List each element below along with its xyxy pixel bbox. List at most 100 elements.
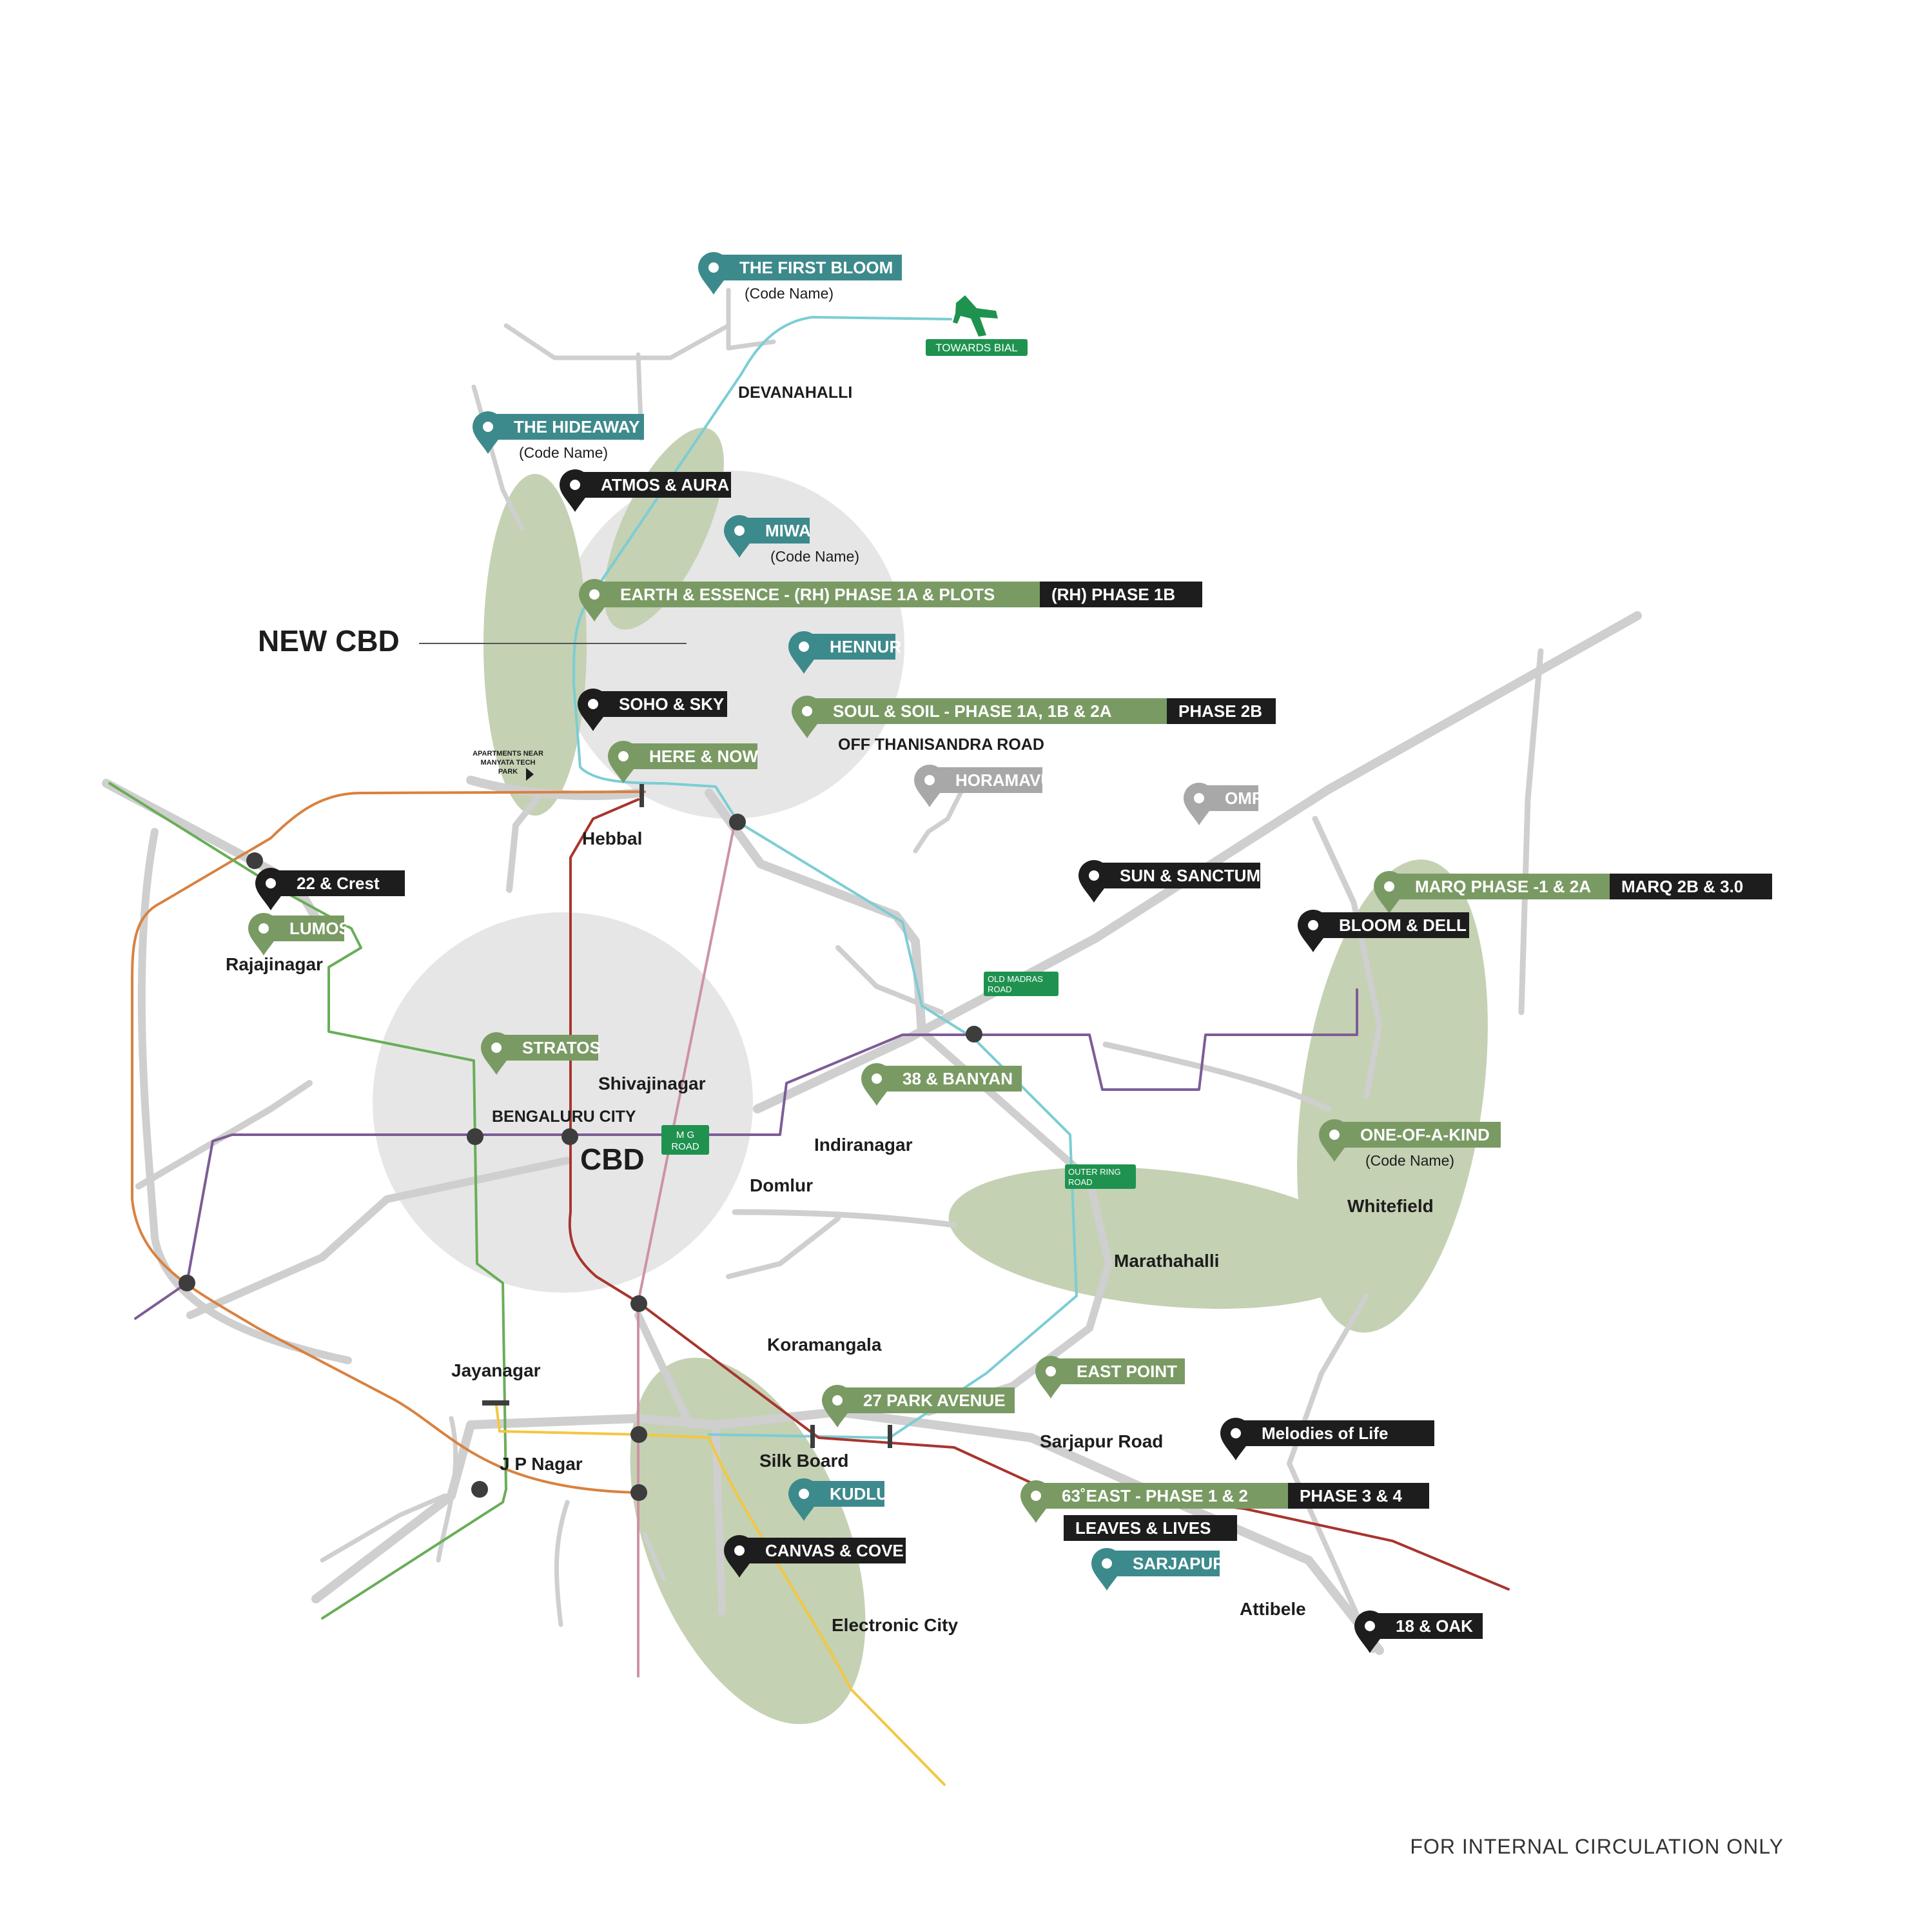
project-tag[interactable]: Melodies of Life (1220, 1418, 1434, 1460)
zone-whitefield (1297, 859, 1488, 1333)
project-tag-bg (587, 582, 1040, 607)
project-name: LUMOS (289, 919, 350, 938)
project-tag[interactable]: ATMOS & AURA (560, 469, 731, 512)
station (966, 1026, 982, 1043)
project-tag-bg (869, 1066, 1022, 1092)
location-pin-icon (788, 631, 819, 674)
project-name: SARJAPUR (1133, 1554, 1225, 1573)
project-tag[interactable]: HERE & NOW (608, 741, 758, 783)
project-tag[interactable]: ONE-OF-A-KIND(Code Name) (1319, 1119, 1501, 1169)
project-tag[interactable]: LEAVES & LIVES (1064, 1515, 1237, 1541)
roads (102, 288, 1642, 1655)
project-tag[interactable]: 38 & BANYAN (861, 1063, 1022, 1106)
location-pin-icon (724, 1535, 755, 1578)
project-name: THE FIRST BLOOM (739, 258, 893, 277)
project-tag[interactable]: SARJAPUR (1091, 1548, 1225, 1591)
project-name: STRATOS (522, 1038, 601, 1057)
project-name: 18 & OAK (1396, 1616, 1473, 1636)
station (630, 1484, 647, 1501)
project-tag-bg (706, 255, 902, 280)
place-label: Hebbal (582, 828, 642, 848)
location-pin-icon (255, 868, 286, 910)
pin-dot (708, 262, 719, 273)
project-tag[interactable]: KUDLU (788, 1478, 888, 1521)
project-tag-bg (567, 472, 731, 498)
station-bar (482, 1400, 509, 1406)
project-tag[interactable]: MIWA(Code Name) (724, 515, 859, 565)
internal-circulation-note: FOR INTERNAL CIRCULATION ONLY (1410, 1835, 1784, 1858)
location-pin-icon (698, 252, 729, 295)
location-pin-icon (1354, 1611, 1385, 1653)
project-tag[interactable]: OMR (1184, 783, 1264, 825)
pin-dot (734, 525, 745, 536)
pin-dot (589, 589, 600, 600)
location-pin-icon (560, 469, 590, 512)
project-name: 63˚EAST - PHASE 1 & 2 (1062, 1486, 1248, 1505)
project-name: 27 PARK AVENUE (863, 1391, 1006, 1410)
svg-text:ROAD: ROAD (988, 984, 1012, 994)
project-name: SUN & SANCTUM (1120, 866, 1260, 885)
project-tag[interactable]: 18 & OAK (1354, 1611, 1483, 1653)
station-bar (639, 784, 644, 807)
pin-dot (799, 1489, 809, 1499)
project-tag[interactable]: HORAMAVU (914, 765, 1053, 807)
project-tag[interactable]: THE FIRST BLOOM(Code Name) (698, 252, 902, 302)
project-extra-bg (1167, 698, 1276, 724)
project-tag[interactable]: EARTH & ESSENCE - (RH) PHASE 1A & PLOTS(… (579, 579, 1202, 622)
location-pin-icon (608, 741, 639, 783)
project-tag[interactable]: BLOOM & DELL (1298, 910, 1469, 952)
airplane-icon (953, 295, 998, 337)
location-pin-icon (1298, 910, 1329, 952)
pin-dot (1365, 1621, 1375, 1631)
location-pin-icon (792, 696, 823, 738)
metro-orange (131, 790, 646, 1494)
project-tag-bg (799, 698, 1167, 724)
project-tag[interactable]: THE HIDEAWAY(Code Name) (473, 411, 644, 461)
pin-dot (872, 1073, 882, 1084)
project-tag[interactable]: LUMOS (248, 913, 350, 955)
project-tag[interactable]: 22 & Crest (255, 868, 405, 910)
project-name: SOUL & SOIL - PHASE 1A, 1B & 2A (833, 701, 1112, 721)
location-pin-icon (1220, 1418, 1251, 1460)
project-tag[interactable]: SOUL & SOIL - PHASE 1A, 1B & 2A PHASE 2B (792, 696, 1276, 738)
project-name: ONE-OF-A-KIND (1360, 1125, 1490, 1144)
project-tag-bg (585, 691, 727, 717)
project-tag[interactable]: 27 PARK AVENUE (822, 1385, 1015, 1427)
station (246, 852, 263, 869)
project-tag[interactable]: CANVAS & COVE (724, 1535, 906, 1578)
project-name: MIWA (765, 521, 811, 540)
project-tag[interactable]: HENNUR (788, 631, 901, 674)
pin-dot (491, 1043, 502, 1053)
location-pin-icon (248, 913, 279, 955)
location-pin-icon (1035, 1356, 1066, 1398)
station (729, 814, 746, 830)
project-tag[interactable]: SUN & SANCTUM (1078, 860, 1260, 903)
place-label: OFF THANISANDRA ROAD (838, 736, 1044, 754)
svg-text:APARTMENTS NEAR: APARTMENTS NEAR (473, 750, 543, 758)
project-extra-phase: MARQ 2B & 3.0 (1621, 877, 1743, 896)
project-tag[interactable]: EAST POINT (1035, 1356, 1185, 1398)
project-name: 38 & BANYAN (903, 1069, 1013, 1088)
pin-dot (924, 775, 935, 785)
svg-text:OLD MADRAS: OLD MADRAS (988, 974, 1043, 984)
old-madras-road-sign: OLD MADRAS ROAD (984, 972, 1059, 996)
project-tag-bg (616, 743, 757, 769)
pin-dot (618, 751, 629, 761)
pin-dot (570, 480, 580, 490)
project-tag[interactable]: STRATOS (481, 1032, 601, 1075)
airport-marker: TOWARDS BIAL (926, 295, 1028, 356)
location-pin-icon (473, 411, 503, 454)
project-tag-bg (1064, 1515, 1237, 1541)
station (179, 1275, 195, 1291)
place-label: Attibele (1240, 1599, 1306, 1619)
place-label: Indiranagar (814, 1135, 913, 1155)
project-extra-phase: (RH) PHASE 1B (1051, 585, 1175, 604)
project-tag[interactable]: SOHO & SKY (578, 689, 727, 731)
location-pin-icon (724, 515, 755, 558)
metro-purple (134, 988, 1358, 1320)
project-extra-phase: PHASE 2B (1178, 701, 1262, 721)
